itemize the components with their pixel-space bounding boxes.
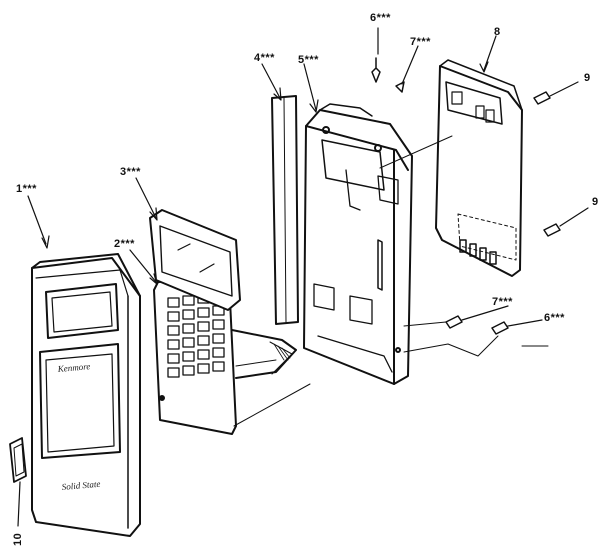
- screw-7-bottom: [445, 315, 463, 329]
- callout-part-7-bottom: 7***: [492, 296, 513, 308]
- screw-6-top: [371, 57, 381, 83]
- callout-part-9-mid: 9: [592, 196, 599, 208]
- callout-part-8: 8: [494, 26, 501, 38]
- control-frame: [303, 103, 413, 385]
- callout-part-7-top: 7***: [410, 36, 431, 48]
- callout-part-6-bottom: 6***: [544, 312, 565, 324]
- callout-part-10: 10: [12, 532, 24, 546]
- screw-9-top: [533, 91, 551, 105]
- callout-part-6-top: 6***: [370, 12, 391, 24]
- callout-part-9-top: 9: [584, 72, 591, 84]
- callout-part-4: 4***: [254, 52, 275, 64]
- leader-lines: [17, 27, 589, 527]
- callout-part-3: 3***: [120, 166, 141, 178]
- callout-part-2: 2***: [114, 238, 135, 250]
- callout-part-1: 1***: [16, 183, 37, 195]
- door-brand-text: Kenmore: [56, 361, 90, 374]
- control-panel-bezel: Kenmore Solid State: [31, 253, 141, 537]
- door-model-text: Solid State: [61, 479, 100, 492]
- door-clip: [9, 437, 27, 483]
- control-circuit-board: [435, 59, 523, 277]
- trim-strip: [271, 95, 299, 325]
- screw-7-top: [395, 81, 405, 93]
- screw-6-bottom: [491, 321, 509, 335]
- callout-part-5: 5***: [298, 54, 319, 66]
- screw-9-mid: [543, 223, 561, 237]
